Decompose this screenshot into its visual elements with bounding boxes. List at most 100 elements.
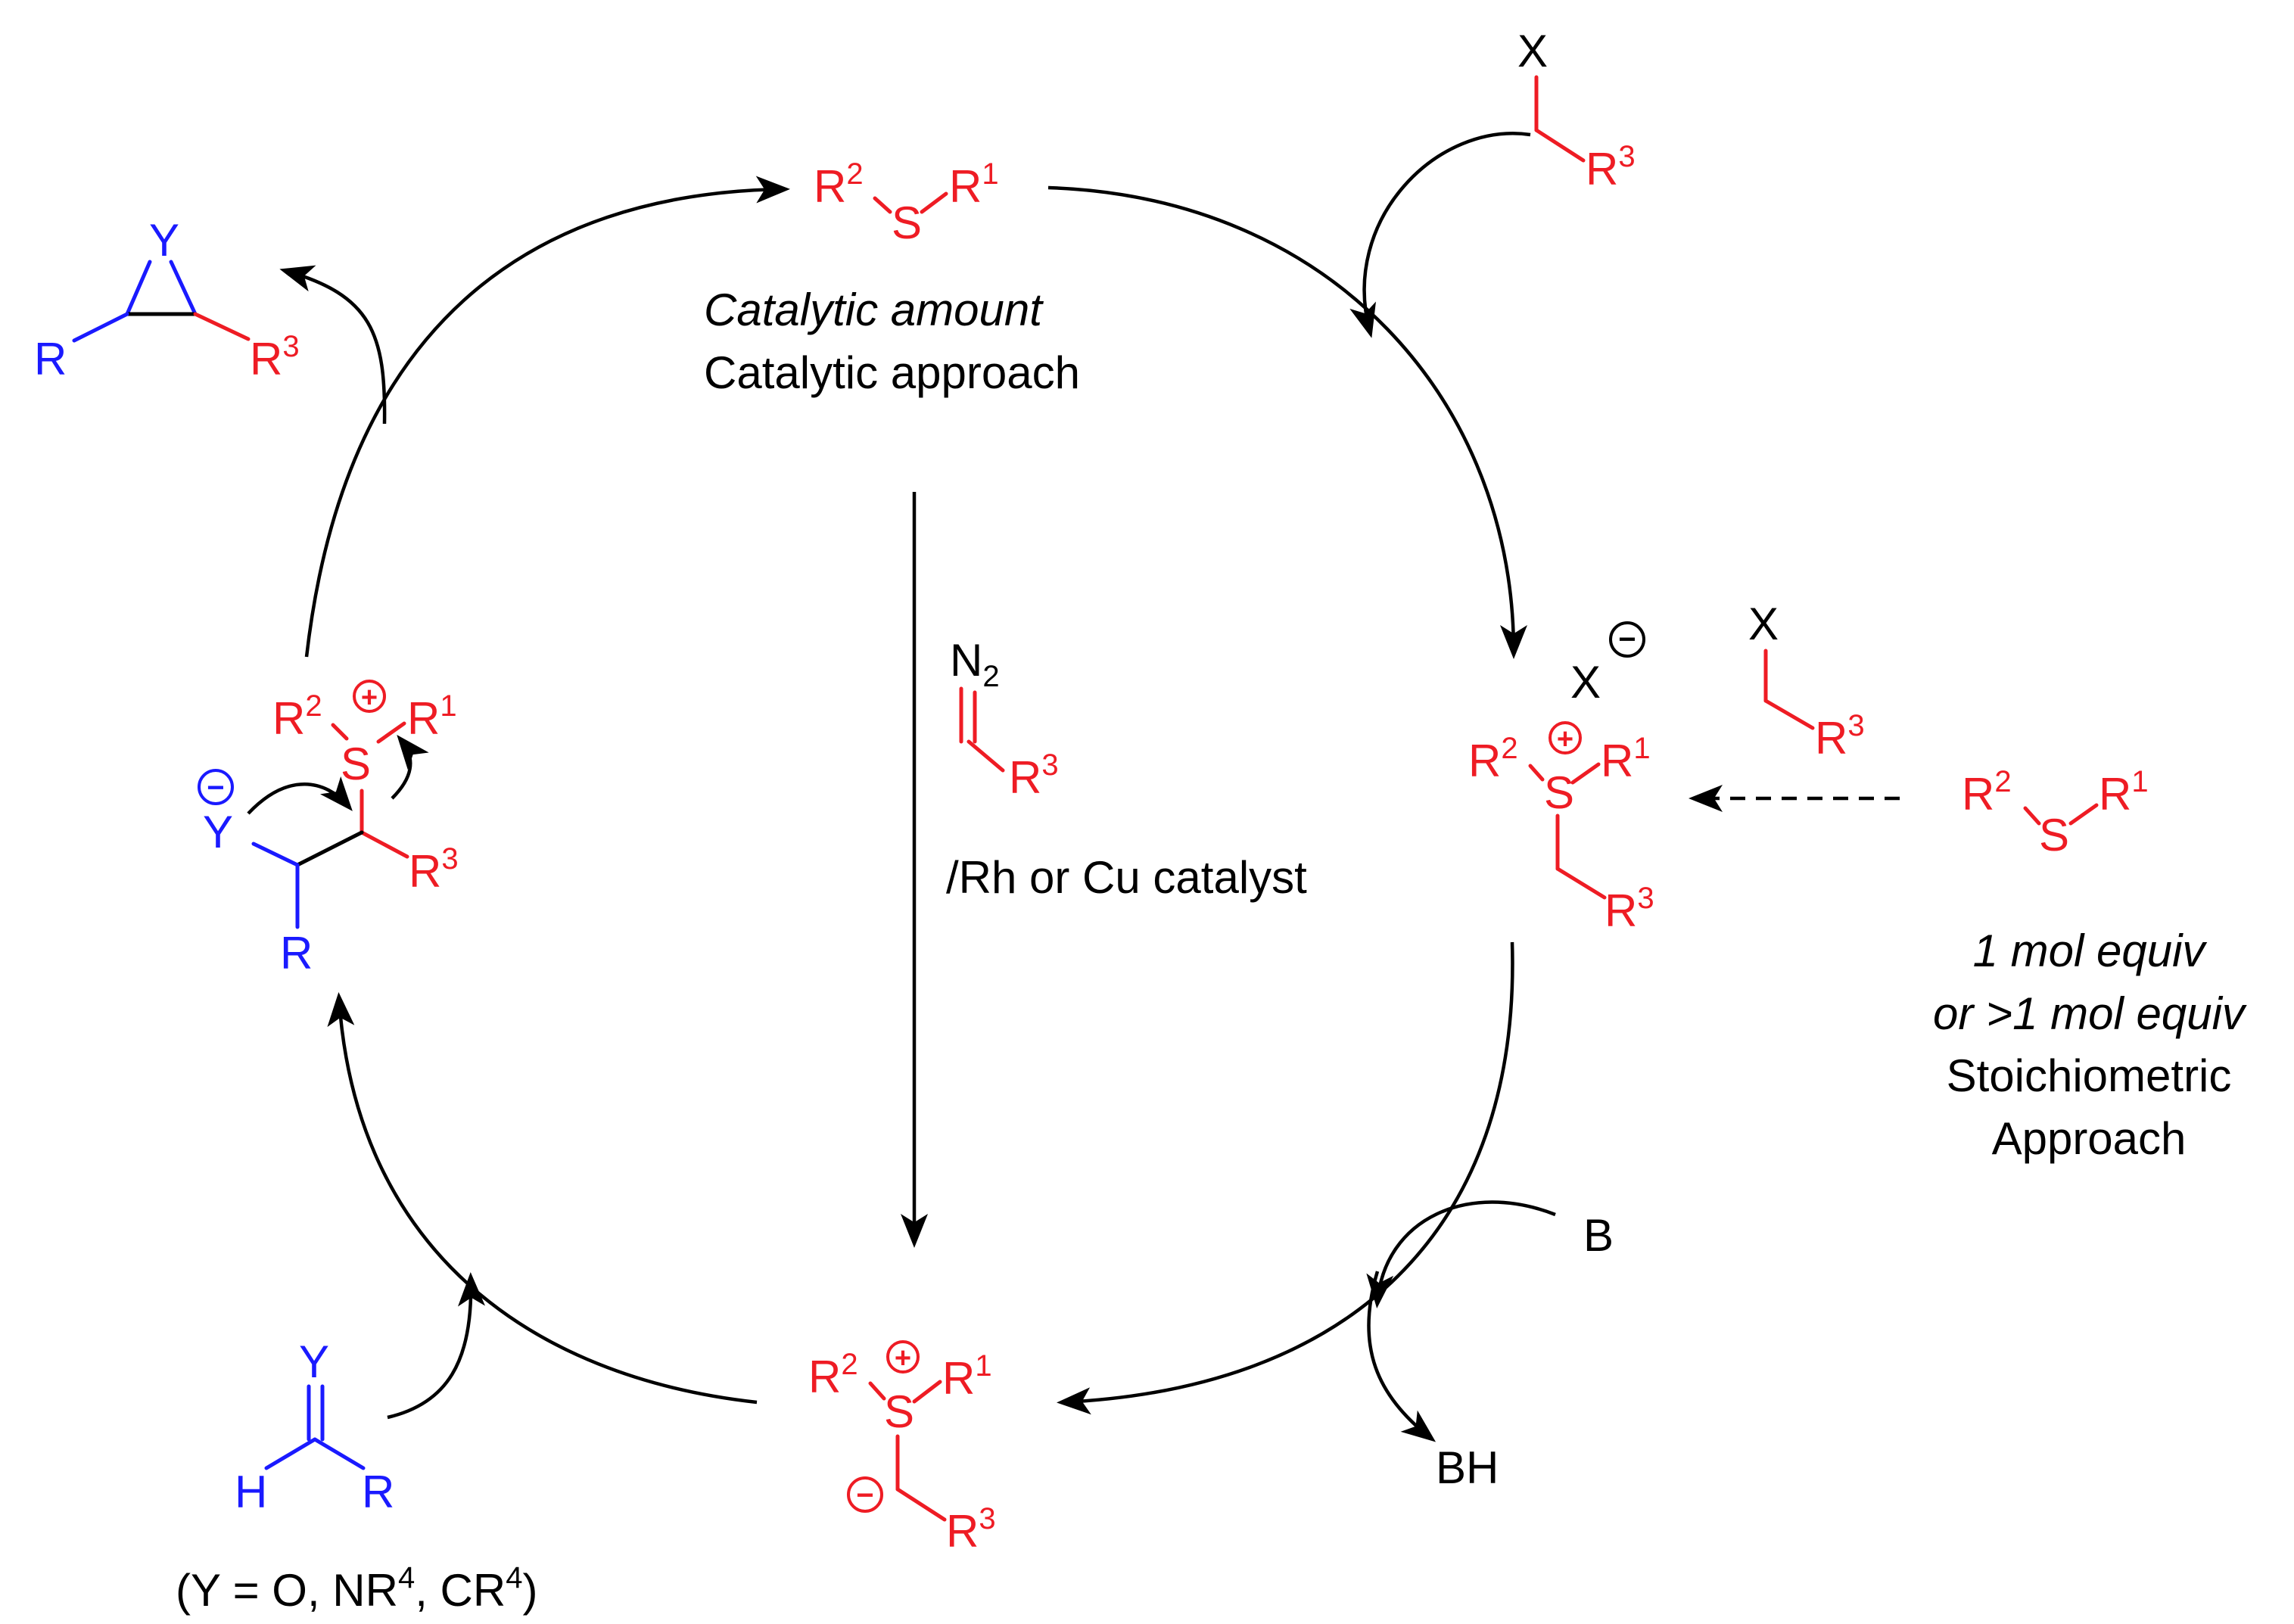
three-membered-ring-product: Y R R3 <box>34 215 300 384</box>
cyclopropane-release-arrow <box>279 265 387 425</box>
stoichiometric-label: Stoichiometric <box>1947 1050 2232 1101</box>
r1-label: R <box>2099 769 2131 820</box>
svg-text:R1: R1 <box>949 157 999 212</box>
r3-superscript: 3 <box>1618 140 1635 173</box>
alkyl-halide-right: X R3 <box>1748 599 1865 764</box>
r2-label: R <box>1468 736 1501 786</box>
r3-superscript: 3 <box>1637 882 1654 915</box>
arc-top-left <box>304 176 790 658</box>
r1-superscript: 1 <box>982 157 998 191</box>
y-label: Y <box>299 1336 329 1387</box>
sulfur-positive-charge: + <box>895 1342 911 1374</box>
conjugate-acid-label: BH <box>1436 1442 1499 1493</box>
svg-text:R3: R3 <box>409 842 459 897</box>
carbonyl-entry-arrow <box>387 1272 485 1420</box>
catalyst-label: /Rh or Cu catalyst <box>946 852 1307 903</box>
x-counterion-label: X <box>1570 657 1601 708</box>
y-definition: (Y = O, NR4, CR4) <box>176 1561 537 1616</box>
r3-label: R <box>250 334 282 384</box>
approach-label: Approach <box>1992 1113 2187 1164</box>
alkyl-halide-top: X R3 <box>1517 26 1636 194</box>
y-label: Y <box>203 807 233 857</box>
sulfur-label: S <box>1544 767 1574 818</box>
r3-superscript: 3 <box>282 330 299 363</box>
r-label: R <box>280 928 313 978</box>
r2-superscript: 2 <box>1994 765 2011 798</box>
mol-equiv-label: 1 mol equiv <box>1973 926 2208 976</box>
r3-superscript: 3 <box>1041 748 1058 782</box>
y-label: Y <box>149 215 179 266</box>
svg-text:R2: R2 <box>808 1348 858 1402</box>
diazo-reagent: N2 R3 <box>950 635 1059 803</box>
sulfur-label: S <box>341 739 371 789</box>
r1-label: R <box>949 161 982 212</box>
r2-superscript: 2 <box>841 1348 858 1381</box>
bh-out-arrow <box>1367 1271 1436 1442</box>
svg-text:R3: R3 <box>250 330 300 384</box>
sulfur-label: S <box>884 1386 914 1437</box>
n-label: N <box>950 635 982 686</box>
r3-label: R <box>1605 885 1637 936</box>
svg-text:R2: R2 <box>1962 765 2012 820</box>
svg-text:R2: R2 <box>1468 732 1518 786</box>
svg-text:R3: R3 <box>1586 140 1636 194</box>
carbonyl-substrate: Y H R <box>235 1336 394 1517</box>
n2-subscript: 2 <box>982 660 999 693</box>
svg-text:R3: R3 <box>1009 748 1059 803</box>
r-label: R <box>362 1467 394 1517</box>
r1-label: R <box>942 1353 975 1404</box>
svg-text:R1: R1 <box>2099 765 2149 820</box>
r1-label: R <box>1601 736 1633 786</box>
r3-label: R <box>1009 752 1041 803</box>
sulfur-ylide: R2 + S R1 − R3 <box>808 1340 996 1557</box>
r3-superscript: 3 <box>979 1502 995 1535</box>
betaine-intermediate: R2 + S R1 R3 − Y R <box>198 680 459 978</box>
svg-text:R3: R3 <box>946 1502 996 1557</box>
sulfonium-salt: X − R2 + S R1 R3 <box>1468 621 1654 936</box>
r1-superscript: 1 <box>1633 732 1650 765</box>
h-label: H <box>235 1467 267 1517</box>
r3-label: R <box>1815 713 1847 764</box>
arc-top-right <box>1047 185 1527 659</box>
r2-label: R <box>808 1352 841 1402</box>
svg-text:R2: R2 <box>272 689 322 744</box>
r-label: R <box>34 334 67 384</box>
x-label: X <box>1748 599 1779 649</box>
arc-bottom-left <box>327 992 758 1405</box>
r1-superscript: 1 <box>975 1349 991 1383</box>
svg-text:R1: R1 <box>1601 732 1651 786</box>
alkyl-halide-entry-arrow <box>1349 132 1531 338</box>
sulfur-positive-charge: + <box>1557 723 1573 755</box>
arc-bottom-right <box>1057 941 1514 1415</box>
x-negative-charge: − <box>1618 623 1636 656</box>
r3-superscript: 3 <box>1847 709 1864 742</box>
carbanion-charge: − <box>856 1479 873 1512</box>
svg-text:R1: R1 <box>407 689 457 744</box>
r1-superscript: 1 <box>2131 765 2148 798</box>
r2-superscript: 2 <box>1501 732 1517 765</box>
r2-label: R <box>1962 769 1994 820</box>
svg-text:R2: R2 <box>814 157 864 212</box>
sulfide-stoichiometric: R2 S R1 <box>1962 765 2149 860</box>
r1-superscript: 1 <box>440 689 456 723</box>
x-label: X <box>1517 26 1548 76</box>
r3-label: R <box>1586 144 1618 194</box>
r2-superscript: 2 <box>305 689 322 723</box>
excess-mol-equiv-label: or >1 mol equiv <box>1933 988 2247 1039</box>
r3-label: R <box>409 846 441 897</box>
r2-label: R <box>272 693 305 744</box>
alkoxide-charge: − <box>207 771 224 804</box>
svg-text:R3: R3 <box>1605 882 1654 936</box>
base-label: B <box>1583 1210 1614 1261</box>
base-in-arrow <box>1366 1200 1556 1308</box>
svg-text:R3: R3 <box>1815 709 1865 764</box>
r2-superscript: 2 <box>846 157 863 191</box>
sulfur-positive-charge: + <box>361 682 378 714</box>
sulfur-label: S <box>892 198 922 248</box>
catalytic-amount-label: Catalytic amount <box>704 285 1044 335</box>
r3-superscript: 3 <box>441 842 458 876</box>
r2-label: R <box>814 161 846 212</box>
r3-label: R <box>946 1506 979 1557</box>
catalytic-approach-label: Catalytic approach <box>704 347 1080 398</box>
